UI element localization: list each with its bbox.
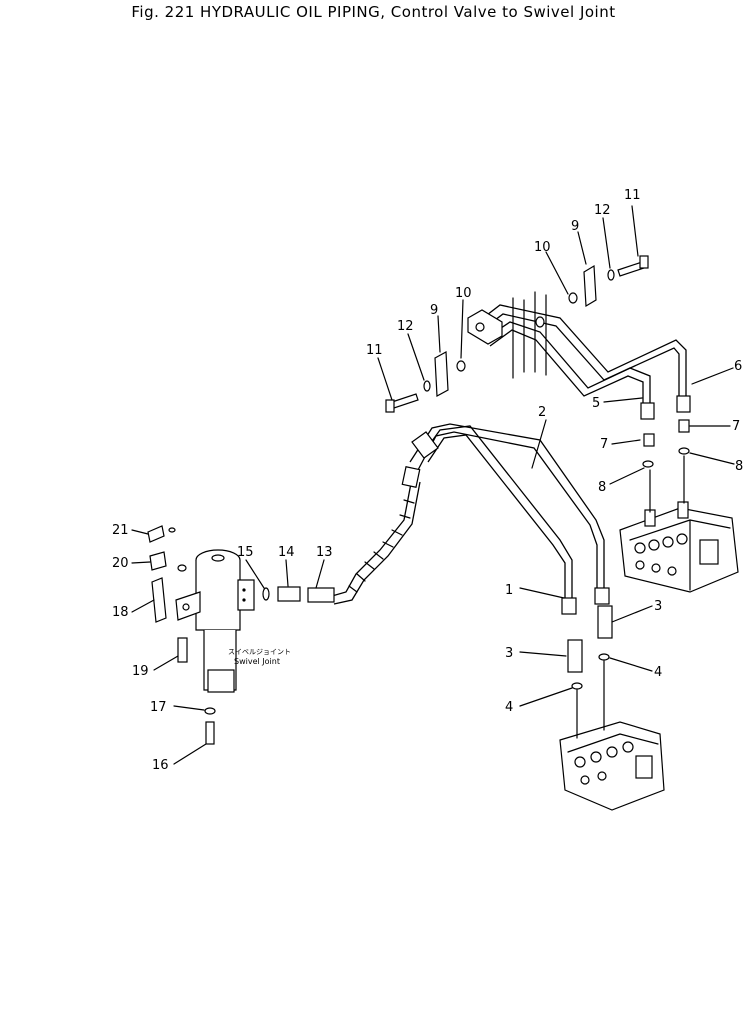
callout-12: 12 (397, 319, 414, 334)
callout-2: 2 (538, 405, 546, 420)
callout-21: 21 (112, 523, 129, 538)
callout-18: 18 (112, 605, 129, 620)
callout-7: 7 (732, 419, 740, 434)
callout-9: 9 (571, 219, 579, 234)
swivel-joint-label-jp: スイベルジョイント (228, 648, 291, 656)
control-valve-lower (559, 660, 665, 811)
pipes-1-2 (409, 423, 613, 690)
callout-11: 11 (366, 343, 383, 358)
callout-20: 20 (112, 556, 129, 571)
callout-10: 10 (534, 240, 551, 255)
callout-7: 7 (600, 437, 608, 452)
callout-8: 8 (598, 480, 606, 495)
callout-12: 12 (594, 203, 611, 218)
swivel-joint-label: Swivel Joint (234, 657, 280, 666)
control-valve-upper (619, 455, 739, 593)
upper-pipe-assembly (385, 255, 691, 468)
callout-10: 10 (455, 286, 472, 301)
callout-14: 14 (278, 545, 295, 560)
swivel-joint: スイベルジョイント Swivel Joint (147, 525, 291, 745)
callout-6: 6 (734, 359, 742, 374)
callout-3: 3 (505, 646, 513, 661)
callout-1: 1 (505, 583, 513, 598)
callout-17: 17 (150, 700, 167, 715)
callout-9: 9 (430, 303, 438, 318)
callout-11: 11 (624, 188, 641, 203)
callout-4: 4 (505, 700, 513, 715)
callout-numbers: 1 2 3 3 4 4 5 6 7 7 8 8 9 9 10 10 11 11 … (112, 188, 743, 773)
callout-13: 13 (316, 545, 333, 560)
fittings-14-15 (262, 586, 301, 602)
callout-4: 4 (654, 665, 662, 680)
hose-13 (307, 466, 421, 605)
callout-5: 5 (592, 396, 600, 411)
callout-15: 15 (237, 545, 254, 560)
callout-3: 3 (654, 599, 662, 614)
callout-8: 8 (735, 459, 743, 474)
figure-title: Fig. 221 HYDRAULIC OIL PIPING, Control V… (131, 3, 616, 21)
callout-16: 16 (152, 758, 169, 773)
callout-19: 19 (132, 664, 149, 679)
leader-lines (131, 205, 735, 765)
